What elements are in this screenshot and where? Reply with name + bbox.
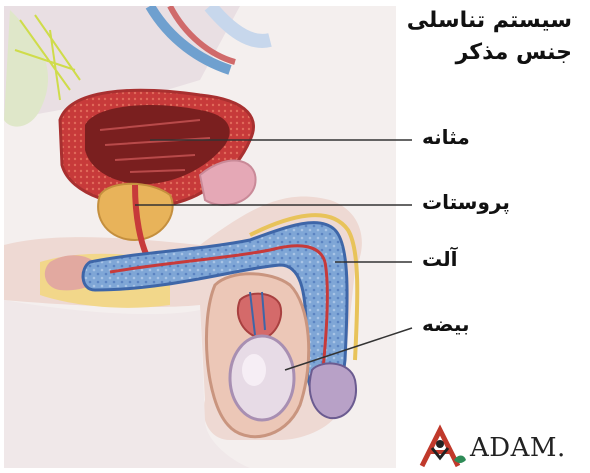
adam-logo-text: ADAM. xyxy=(470,433,566,463)
adam-logo: ADAM. xyxy=(418,424,586,470)
title-line-2: جنس مذکر xyxy=(456,40,572,65)
label-penis: آلت xyxy=(422,247,458,271)
label-bladder: مثانه xyxy=(422,125,470,149)
adam-logo-icon xyxy=(418,424,474,470)
glans xyxy=(310,363,356,418)
label-testis: بیضه xyxy=(422,312,470,336)
label-prostate: پروستات xyxy=(422,190,510,214)
testis-highlight xyxy=(242,354,266,386)
title-line-1: سیستم تناسلی xyxy=(407,8,572,33)
